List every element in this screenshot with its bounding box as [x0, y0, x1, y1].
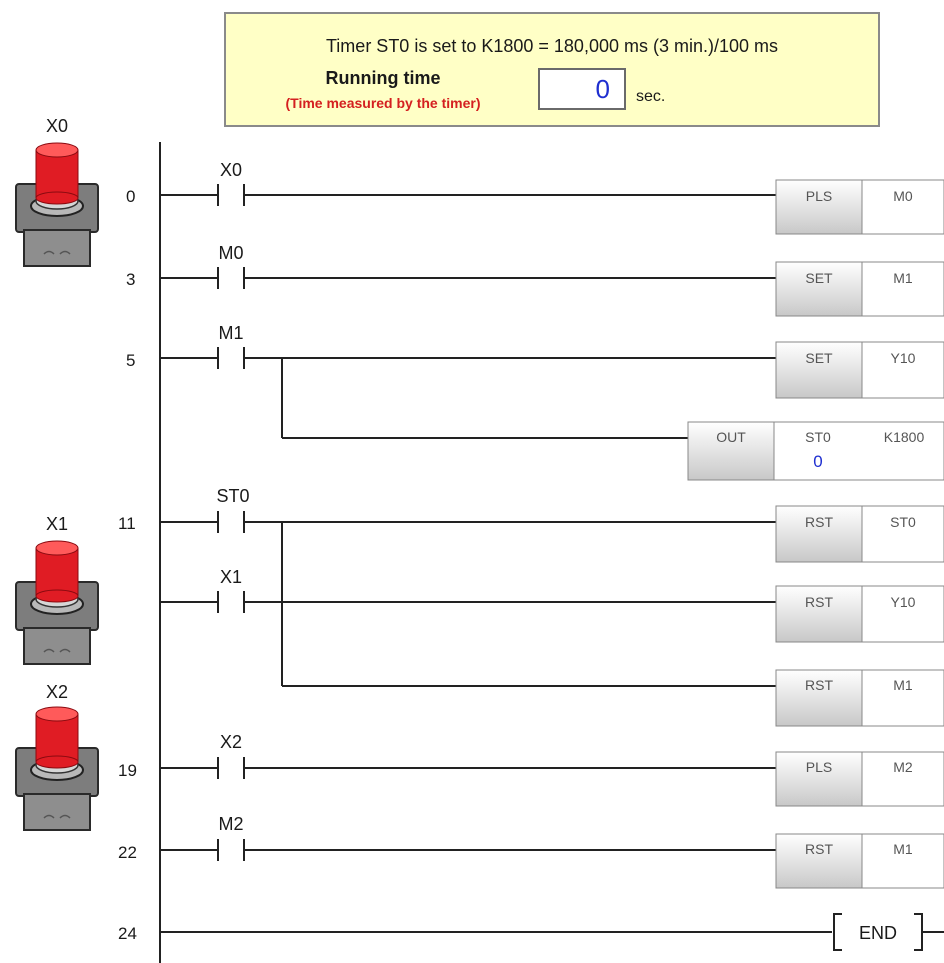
contact-x2[interactable] — [217, 757, 245, 779]
step-number: 24 — [118, 924, 137, 943]
instruction-operand: Y10 — [891, 594, 916, 610]
contact-m2[interactable] — [217, 839, 245, 861]
button-label-x1: X1 — [45, 514, 69, 534]
timer-current-value: 0 — [813, 452, 822, 471]
instruction-name: RST — [805, 594, 833, 610]
step-number: 5 — [126, 351, 135, 370]
button-label-x0: X0 — [45, 116, 69, 136]
instruction-name: PLS — [806, 188, 832, 204]
contact-label: M2 — [218, 814, 243, 834]
step-number: 19 — [118, 761, 137, 780]
instruction-operand: Y10 — [891, 350, 916, 366]
pushbutton-x1[interactable] — [14, 538, 100, 666]
instruction-box[interactable] — [775, 669, 944, 727]
pushbutton-x2[interactable] — [14, 704, 100, 832]
contact-label: X0 — [220, 160, 242, 180]
button-label-x2: X2 — [45, 682, 69, 702]
contact-st0[interactable] — [217, 511, 245, 533]
instruction-name: OUT — [716, 429, 746, 445]
contact-label: M1 — [218, 323, 243, 343]
instruction-name: PLS — [806, 759, 832, 775]
timer-setting-text: Timer ST0 is set to K1800 = 180,000 ms (… — [325, 36, 779, 56]
instruction-operand: M1 — [893, 677, 913, 693]
instruction-box[interactable] — [775, 341, 944, 399]
running-time-unit: sec. — [636, 88, 666, 105]
timer-info-panel: Timer ST0 is set to K1800 = 180,000 ms (… — [224, 12, 880, 127]
pushbutton-icon — [15, 540, 99, 665]
instruction-name: RST — [805, 514, 833, 530]
instruction-operand: ST0 — [890, 514, 916, 530]
instruction-name: SET — [805, 270, 833, 286]
step-number: 0 — [126, 187, 135, 206]
instruction-name: RST — [805, 677, 833, 693]
pushbutton-x0[interactable] — [14, 140, 100, 268]
timer-setting: K1800 — [884, 429, 925, 445]
timer-box[interactable] — [687, 421, 944, 481]
instruction-name: RST — [805, 841, 833, 857]
end-label: END — [859, 923, 897, 943]
running-time-note: (Time measured by the timer) — [285, 95, 481, 111]
step-number: 22 — [118, 843, 137, 862]
instruction-box[interactable] — [775, 179, 944, 235]
instruction-operand: M1 — [893, 841, 913, 857]
contact-label: X1 — [220, 567, 242, 587]
timer-device: ST0 — [805, 429, 831, 445]
instruction-name: SET — [805, 350, 833, 366]
step-number: 3 — [126, 270, 135, 289]
step-number: 11 — [118, 514, 136, 533]
running-time-value: 0 — [538, 68, 626, 110]
instruction-box[interactable] — [775, 833, 944, 889]
contact-m1[interactable] — [217, 347, 245, 369]
instruction-box[interactable] — [775, 751, 944, 807]
contact-label: X2 — [220, 732, 242, 752]
running-time-label: Running time — [325, 68, 441, 88]
instruction-operand: M2 — [893, 759, 913, 775]
instruction-operand: M0 — [893, 188, 913, 204]
contact-x1[interactable] — [217, 591, 245, 613]
instruction-operand: M1 — [893, 270, 913, 286]
instruction-box[interactable] — [775, 261, 944, 317]
contact-label: ST0 — [216, 486, 249, 506]
contact-m0[interactable] — [217, 267, 245, 289]
contact-x0[interactable] — [217, 184, 245, 206]
instruction-box[interactable] — [775, 585, 944, 643]
instruction-box[interactable] — [775, 505, 944, 563]
pushbutton-icon — [15, 706, 99, 831]
contact-label: M0 — [218, 243, 243, 263]
pushbutton-icon — [15, 142, 99, 267]
